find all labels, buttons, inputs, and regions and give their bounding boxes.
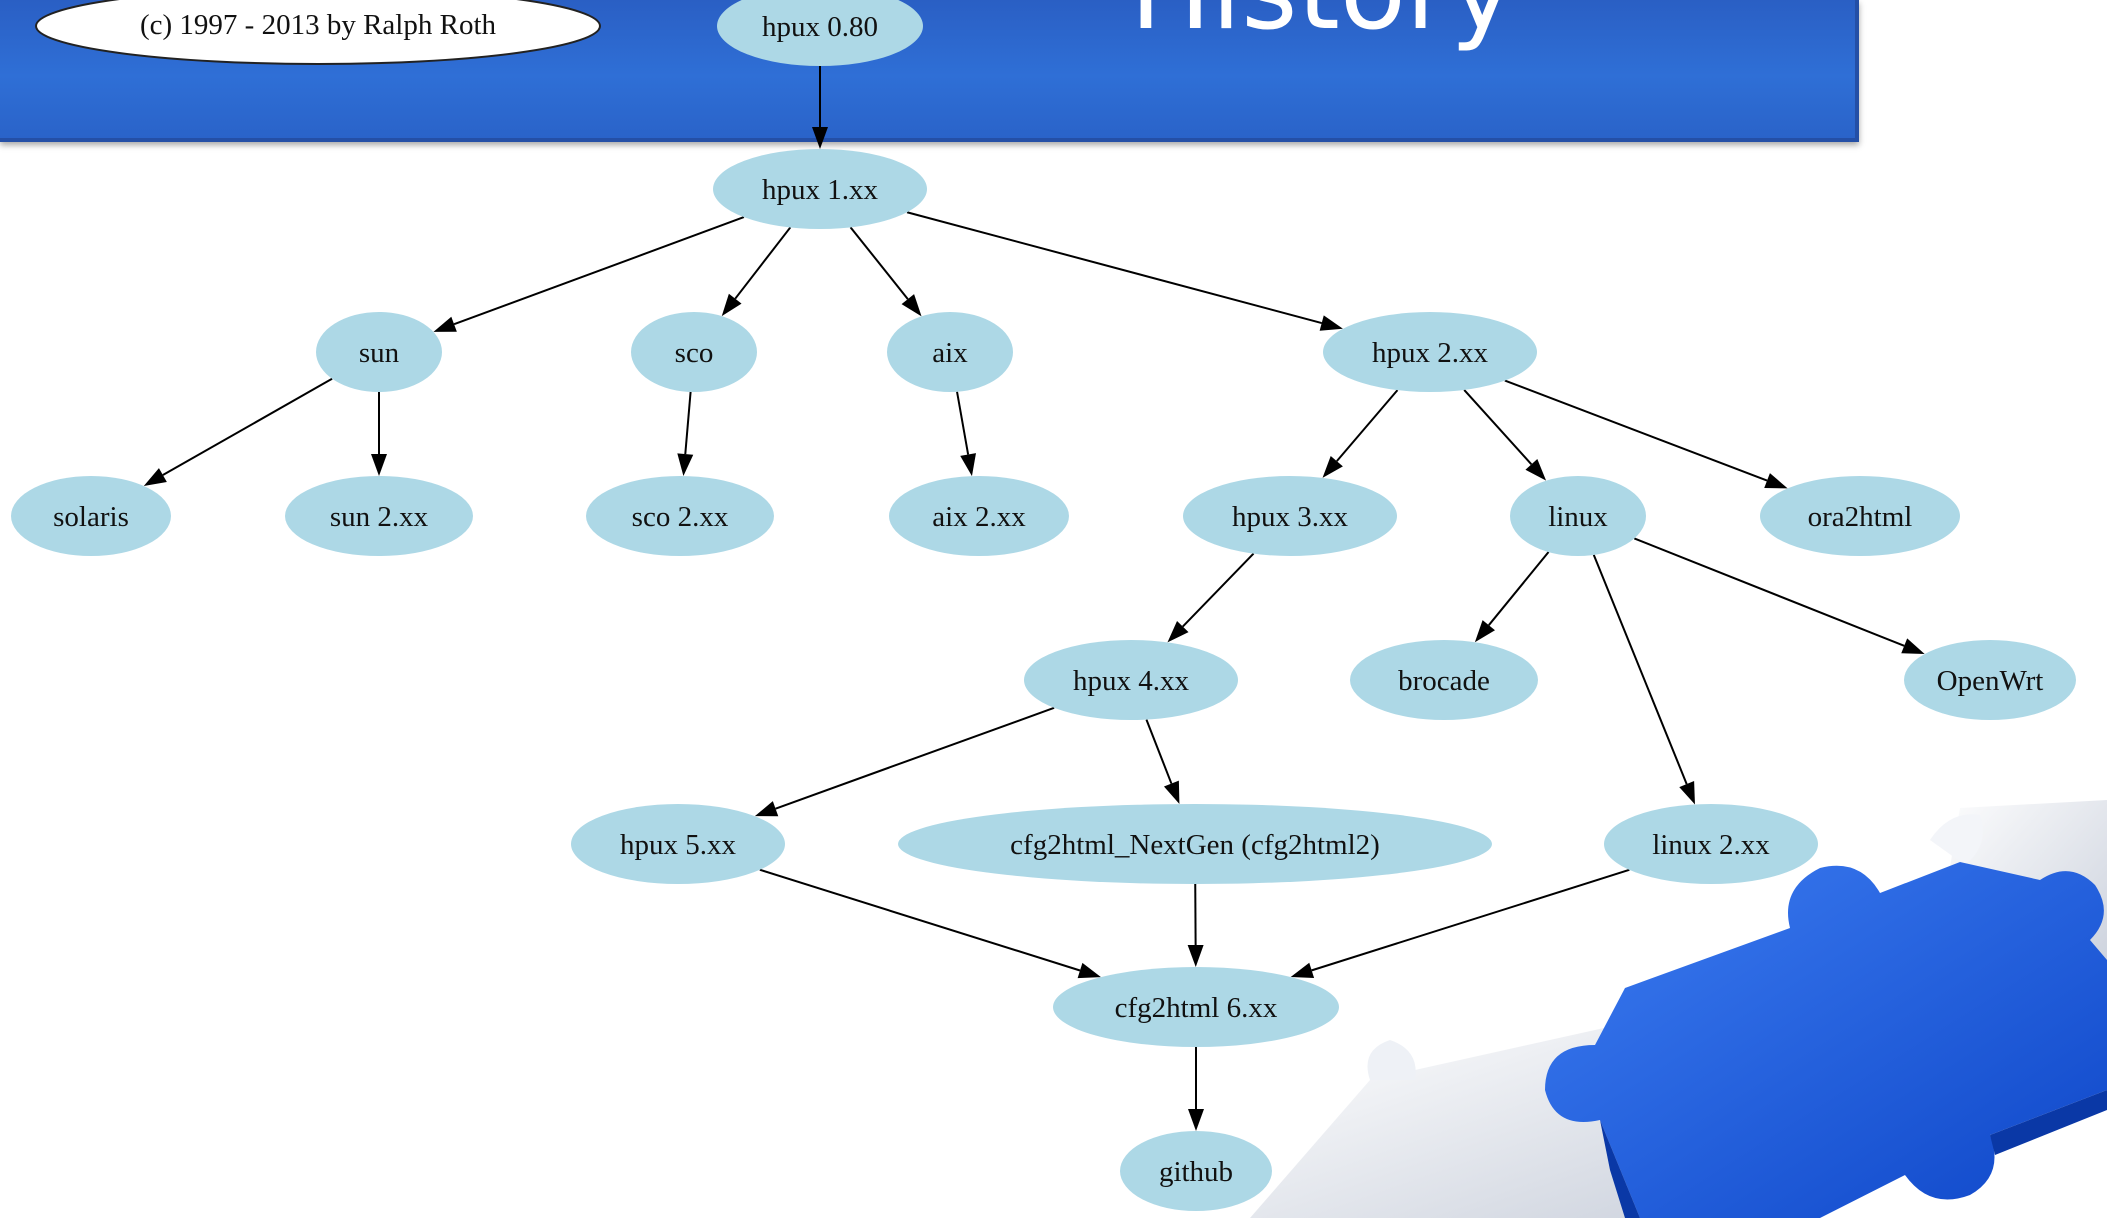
node-shape — [898, 804, 1492, 884]
edge-hpux3-to-hpux4 — [1167, 552, 1255, 643]
edge-hpux2-to-linux — [1463, 389, 1547, 481]
node-label: hpux 3.xx — [1232, 501, 1349, 533]
node-brocade: brocade — [1350, 640, 1538, 720]
edge-linux-to-brocade — [1474, 551, 1550, 643]
edge-hpux2-to-hpux3 — [1322, 389, 1399, 478]
edge-sun-to-solaris — [143, 377, 333, 486]
node-linux2: linux 2.xx — [1604, 804, 1818, 884]
node-label: OpenWrt — [1937, 665, 2044, 697]
node-aix2: aix 2.xx — [889, 476, 1069, 556]
node-shape — [586, 476, 774, 556]
edge-hpux2-to-ora2html — [1504, 379, 1788, 489]
node-label: brocade — [1398, 665, 1490, 697]
node-sco: sco — [631, 312, 757, 392]
node-cfg6: cfg2html 6.xx — [1053, 967, 1339, 1047]
node-aix: aix — [887, 312, 1013, 392]
credit-box: (c) 1997 - 2013 by Ralph Roth — [35, 0, 601, 65]
node-shape — [889, 476, 1069, 556]
graph-edges — [143, 66, 1925, 1131]
node-label: sco — [675, 337, 714, 369]
node-hpux5: hpux 5.xx — [571, 804, 785, 884]
node-hpux1: hpux 1.xx — [713, 149, 927, 229]
node-shape — [1904, 640, 2076, 720]
node-shape — [1183, 476, 1397, 556]
graph-nodes: hpux 0.80 hpux 1.xx sun sco aix hpux 2.xx sola… — [11, 0, 2076, 1211]
node-shape — [316, 312, 442, 392]
node-label: linux 2.xx — [1652, 829, 1770, 861]
node-hpux2: hpux 2.xx — [1323, 312, 1537, 392]
node-label: aix 2.xx — [932, 501, 1026, 533]
node-shape — [713, 149, 927, 229]
node-shape — [1053, 967, 1339, 1047]
node-hpux4: hpux 4.xx — [1024, 640, 1238, 720]
node-label: ora2html — [1808, 501, 1913, 533]
node-shape — [1510, 476, 1646, 556]
edge-linux-to-openwrt — [1633, 537, 1925, 654]
node-sun2: sun 2.xx — [285, 476, 473, 556]
node-label: solaris — [53, 501, 129, 533]
node-shape — [285, 476, 473, 556]
node-shape — [1604, 804, 1818, 884]
node-shape — [1760, 476, 1960, 556]
node-label: aix — [932, 337, 968, 369]
node-shape — [1024, 640, 1238, 720]
node-linux: linux — [1510, 476, 1646, 556]
node-label: hpux 0.80 — [762, 11, 878, 43]
node-sco2: sco 2.xx — [586, 476, 774, 556]
edge-hpux1-to-aix — [849, 226, 922, 317]
node-shape — [1323, 312, 1537, 392]
node-nextgen: cfg2html_NextGen (cfg2html2) — [898, 804, 1492, 884]
node-label: sun — [359, 337, 400, 369]
node-shape — [1120, 1131, 1272, 1211]
node-shape — [11, 476, 171, 556]
node-solaris: solaris — [11, 476, 171, 556]
node-label: hpux 2.xx — [1372, 337, 1489, 369]
edge-hpux4-to-hpux5 — [754, 706, 1055, 817]
node-label: sco 2.xx — [632, 501, 729, 533]
node-label: linux — [1548, 501, 1608, 533]
node-label: cfg2html_NextGen (cfg2html2) — [1010, 829, 1380, 861]
edge-hpux1-to-sco — [721, 226, 792, 317]
node-hpux080: hpux 0.80 — [717, 0, 923, 66]
node-ora2html: ora2html — [1760, 476, 1960, 556]
node-label: github — [1159, 1156, 1233, 1188]
node-label: cfg2html 6.xx — [1115, 992, 1278, 1024]
node-label: hpux 4.xx — [1073, 665, 1190, 697]
edge-sco-to-sco2 — [677, 391, 694, 477]
edge-hpux5-to-cfg6 — [759, 868, 1101, 979]
edge-linux-to-linux2 — [1592, 554, 1695, 805]
node-github: github — [1120, 1131, 1272, 1211]
node-shape — [717, 0, 923, 66]
node-sun: sun — [316, 312, 442, 392]
edge-cfg6-to-github — [1188, 1047, 1204, 1131]
edge-hpux080-to-hpux1 — [812, 66, 828, 149]
copyright-text: (c) 1997 - 2013 by Ralph Roth — [140, 9, 497, 41]
edge-hpux1-to-sun — [433, 216, 745, 332]
edge-aix-to-aix2 — [956, 391, 976, 477]
node-shape — [631, 312, 757, 392]
node-openwrt: OpenWrt — [1904, 640, 2076, 720]
node-shape — [571, 804, 785, 884]
edge-linux2-to-cfg6 — [1290, 868, 1630, 979]
edge-hpux1-to-hpux2 — [906, 211, 1343, 331]
edge-sun-to-sun2 — [371, 392, 387, 476]
node-label: sun 2.xx — [330, 501, 429, 533]
node-shape — [887, 312, 1013, 392]
node-shape — [1350, 640, 1538, 720]
node-hpux3: hpux 3.xx — [1183, 476, 1397, 556]
node-label: hpux 1.xx — [762, 174, 879, 206]
node-label: hpux 5.xx — [620, 829, 737, 861]
blue-puzzle-piece — [1545, 862, 2107, 1218]
edge-hpux4-to-nextgen — [1145, 719, 1180, 805]
slide-title: History — [1130, 0, 1514, 46]
edge-nextgen-to-cfg6 — [1187, 883, 1204, 968]
